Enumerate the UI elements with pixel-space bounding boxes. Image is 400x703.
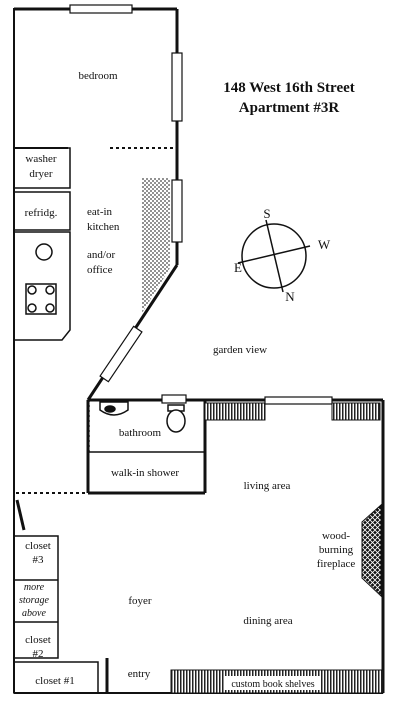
eat-in-label: eat-in: [87, 206, 113, 218]
bedroom-label: bedroom: [78, 70, 118, 82]
office-label: office: [87, 264, 113, 276]
top-bookshelf-right: [331, 402, 381, 421]
foyer-label: foyer: [128, 595, 152, 607]
closet-3-and-2-block: [13, 535, 59, 659]
kitchen-label: kitchen: [87, 221, 120, 233]
more-storage-label-2: storage: [19, 595, 50, 606]
kitchen-appliances: [13, 147, 71, 341]
wood-label: wood-: [322, 530, 350, 542]
fireplace-label: fireplace: [317, 558, 356, 570]
bookshelves-label: custom book shelves: [231, 679, 314, 690]
entry-label: entry: [128, 668, 151, 680]
refridg-label: refridg.: [25, 207, 58, 219]
stove-icon: [25, 283, 57, 315]
closet-2-number: #2: [33, 648, 44, 660]
closet-1-block: [13, 661, 99, 694]
compass-n: N: [285, 289, 295, 304]
top-bookshelf-left: [204, 402, 266, 421]
washer-label: washer: [25, 153, 56, 165]
more-storage-label-1: more: [24, 582, 45, 593]
compass-e: E: [234, 260, 242, 275]
compass-s: S: [263, 206, 270, 221]
sink-icon: [35, 243, 53, 261]
dryer-label: dryer: [29, 168, 53, 180]
toilet-icon: [166, 409, 186, 433]
and-or-label: and/or: [87, 249, 115, 261]
kitchen-counter-shading: [142, 178, 170, 313]
bathroom-label: bathroom: [119, 427, 162, 439]
closet-3-number: #3: [33, 554, 45, 566]
closet-3-label: closet: [25, 540, 51, 552]
compass-w: W: [318, 237, 331, 252]
fireplace-icon: [361, 503, 382, 598]
closet-1-label: closet #1: [35, 675, 74, 687]
compass-icon: [237, 219, 311, 293]
closet-2-label: closet: [25, 634, 51, 646]
title-line-2: Apartment #3R: [239, 100, 340, 116]
walk-in-shower-label: walk-in shower: [111, 467, 179, 479]
windows: [69, 4, 333, 405]
living-area-label: living area: [244, 480, 291, 492]
garden-view-label: garden view: [213, 344, 267, 356]
burning-label: burning: [319, 544, 354, 556]
dining-area-label: dining area: [243, 615, 292, 627]
room-labels: bedroom washer dryer refridg. eat-in kit…: [19, 70, 355, 690]
title-line-1: 148 West 16th Street: [223, 80, 355, 96]
bathroom-fixtures: [99, 401, 186, 433]
closets: [13, 535, 99, 694]
more-storage-label-3: above: [22, 608, 46, 619]
